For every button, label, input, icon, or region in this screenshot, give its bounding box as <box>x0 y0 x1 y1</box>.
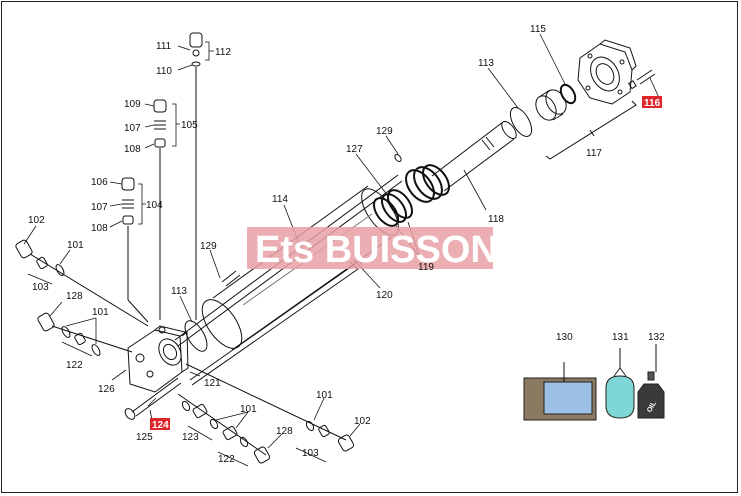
upper-o-ring <box>509 107 533 137</box>
base-end-block <box>127 325 189 393</box>
piston <box>405 164 450 203</box>
callout-105: 105 <box>181 120 198 131</box>
valve-stack-112 <box>189 32 203 320</box>
callout-101a: 101 <box>67 240 84 251</box>
leader-lines <box>23 33 661 467</box>
callout-132: 132 <box>648 332 665 343</box>
left-fitting-middle <box>37 312 133 356</box>
rod-bushing <box>535 89 567 121</box>
callout-112: 112 <box>215 47 231 58</box>
callout-107b: 107 <box>91 202 108 213</box>
valve-stack-104 <box>121 177 149 323</box>
callout-101b: 101 <box>92 307 109 318</box>
callout-101c: 101 <box>240 404 257 415</box>
callout-120: 120 <box>376 290 393 301</box>
small-tube <box>221 270 241 287</box>
lower-o-ring <box>184 320 208 352</box>
rod-end-gland <box>577 39 637 105</box>
callout-125: 125 <box>136 432 153 443</box>
wiper-seal <box>559 83 577 105</box>
callout-124: 124 <box>152 420 169 431</box>
callout-129a: 129 <box>200 241 217 252</box>
callout-115: 115 <box>530 24 546 35</box>
callout-106: 106 <box>91 177 108 188</box>
left-fitting-upper <box>15 239 149 327</box>
callout-113b: 113 <box>478 58 494 69</box>
callout-122a: 122 <box>66 360 83 371</box>
bracket-117 <box>545 100 637 160</box>
grease-bucket-icon <box>523 362 597 421</box>
callout-130: 130 <box>556 332 573 343</box>
callout-126: 126 <box>98 384 115 395</box>
callout-123: 123 <box>182 432 199 443</box>
callout-103b: 103 <box>302 448 319 459</box>
callout-104: 104 <box>146 200 163 211</box>
callout-111: 111 <box>156 41 172 52</box>
callout-131: 131 <box>612 332 629 343</box>
callout-103a: 103 <box>32 282 49 293</box>
callout-107a: 107 <box>124 123 141 134</box>
svg-text:Ets BUISSON: Ets BUISSON <box>255 229 498 271</box>
callout-102a: 102 <box>28 215 45 226</box>
right-fitting-lower <box>177 393 271 464</box>
callout-110: 110 <box>156 66 172 77</box>
callout-108a: 108 <box>124 144 141 155</box>
callout-121: 121 <box>204 378 221 389</box>
callout-116: 116 <box>644 98 661 109</box>
callout-122b: 122 <box>218 454 235 465</box>
callout-129b: 129 <box>376 126 393 137</box>
callout-116-highlight <box>642 96 662 108</box>
mounting-pin <box>124 377 182 420</box>
piston-seals <box>372 189 414 227</box>
grease-cartridge-icon <box>605 348 635 419</box>
callout-113a: 113 <box>171 286 187 297</box>
tie-rod-lower <box>189 257 363 386</box>
right-fitting-end <box>185 363 355 452</box>
callout-118: 118 <box>488 214 504 225</box>
callout-127: 127 <box>346 144 363 155</box>
oil-bottle-icon <box>637 344 665 419</box>
callout-101d: 101 <box>316 390 333 401</box>
gland-screw <box>627 69 656 90</box>
callout-124-highlight <box>150 418 170 430</box>
callout-119: 119 <box>418 262 434 273</box>
callouts: 111 110 112 109 107 108 105 106 107 108 … <box>28 24 665 465</box>
piston-rod <box>431 120 517 192</box>
callout-128b: 128 <box>276 426 293 437</box>
callout-114: 114 <box>272 194 288 205</box>
callout-109: 109 <box>124 99 141 110</box>
callout-128a: 128 <box>66 291 83 302</box>
callout-108b: 108 <box>91 223 108 234</box>
callout-102b: 102 <box>354 416 371 427</box>
watermark: Ets BUISSON <box>247 227 498 271</box>
callout-117: 117 <box>586 148 602 159</box>
small-o-ring <box>394 153 402 163</box>
